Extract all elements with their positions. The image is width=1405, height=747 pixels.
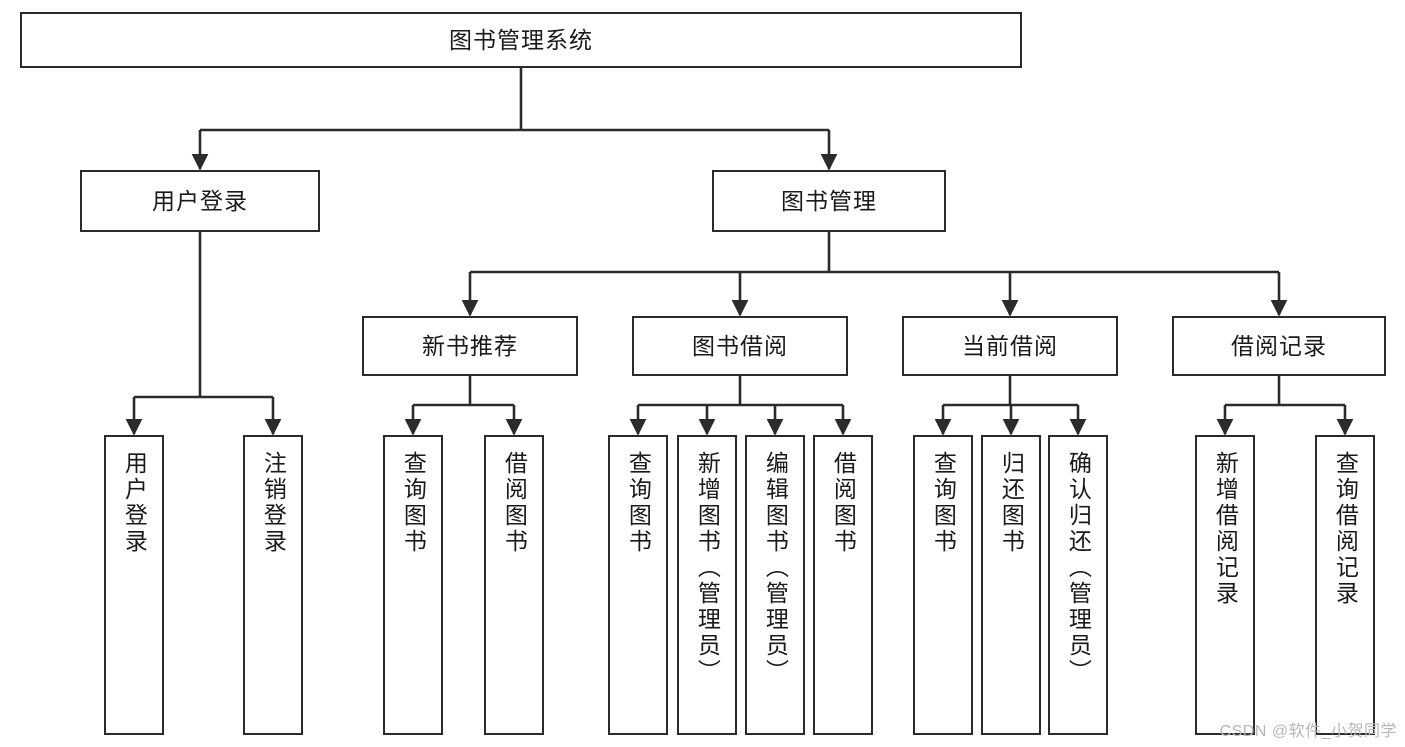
node-label: 图书借阅 xyxy=(692,332,788,359)
node-root[interactable]: 图书管理系统 xyxy=(20,12,1022,68)
node-leaf-bor-1[interactable]: 查询图书 xyxy=(608,435,668,735)
node-leaf-rec-2[interactable]: 查询借阅记录 xyxy=(1315,435,1375,735)
node-label: 借阅图书 xyxy=(830,451,857,555)
node-login[interactable]: 用户登录 xyxy=(80,170,320,232)
node-label: 查询借阅记录 xyxy=(1332,451,1359,607)
node-leaf-new-2[interactable]: 借阅图书 xyxy=(484,435,544,735)
node-label: 当前借阅 xyxy=(962,332,1058,359)
csdn-watermark: CSDN @软件_小贺同学 xyxy=(1219,723,1397,740)
node-leaf-new-1[interactable]: 查询图书 xyxy=(383,435,443,735)
node-label: 编辑图书（管理员） xyxy=(762,451,789,685)
node-newbook[interactable]: 新书推荐 xyxy=(362,316,578,376)
node-label: 新增图书（管理员） xyxy=(694,451,721,685)
node-label: 查询图书 xyxy=(930,451,957,555)
node-leaf-login-1[interactable]: 用户登录 xyxy=(104,435,164,735)
node-label: 借阅记录 xyxy=(1231,332,1327,359)
node-leaf-login-2[interactable]: 注销登录 xyxy=(243,435,303,735)
node-label: 借阅图书 xyxy=(501,451,528,555)
node-leaf-bor-4[interactable]: 借阅图书 xyxy=(813,435,873,735)
node-label: 图书管理 xyxy=(781,187,877,214)
node-leaf-cur-2[interactable]: 归还图书 xyxy=(981,435,1041,735)
node-label: 查询图书 xyxy=(625,451,652,555)
node-label: 用户登录 xyxy=(152,187,248,214)
node-label: 图书管理系统 xyxy=(449,26,593,53)
node-label: 查询图书 xyxy=(400,451,427,555)
node-leaf-cur-1[interactable]: 查询图书 xyxy=(913,435,973,735)
node-label: 新书推荐 xyxy=(422,332,518,359)
node-label: 注销登录 xyxy=(260,451,287,555)
node-label: 用户登录 xyxy=(121,451,148,555)
node-leaf-cur-3[interactable]: 确认归还（管理员） xyxy=(1048,435,1108,735)
node-label: 新增借阅记录 xyxy=(1212,451,1239,607)
node-records[interactable]: 借阅记录 xyxy=(1172,316,1386,376)
node-label: 归还图书 xyxy=(998,451,1025,555)
node-current[interactable]: 当前借阅 xyxy=(902,316,1118,376)
node-borrow[interactable]: 图书借阅 xyxy=(632,316,848,376)
node-leaf-bor-3[interactable]: 编辑图书（管理员） xyxy=(745,435,805,735)
node-bookmgmt[interactable]: 图书管理 xyxy=(712,170,946,232)
node-label: 确认归还（管理员） xyxy=(1065,451,1092,685)
node-leaf-bor-2[interactable]: 新增图书（管理员） xyxy=(677,435,737,735)
node-leaf-rec-1[interactable]: 新增借阅记录 xyxy=(1195,435,1255,735)
